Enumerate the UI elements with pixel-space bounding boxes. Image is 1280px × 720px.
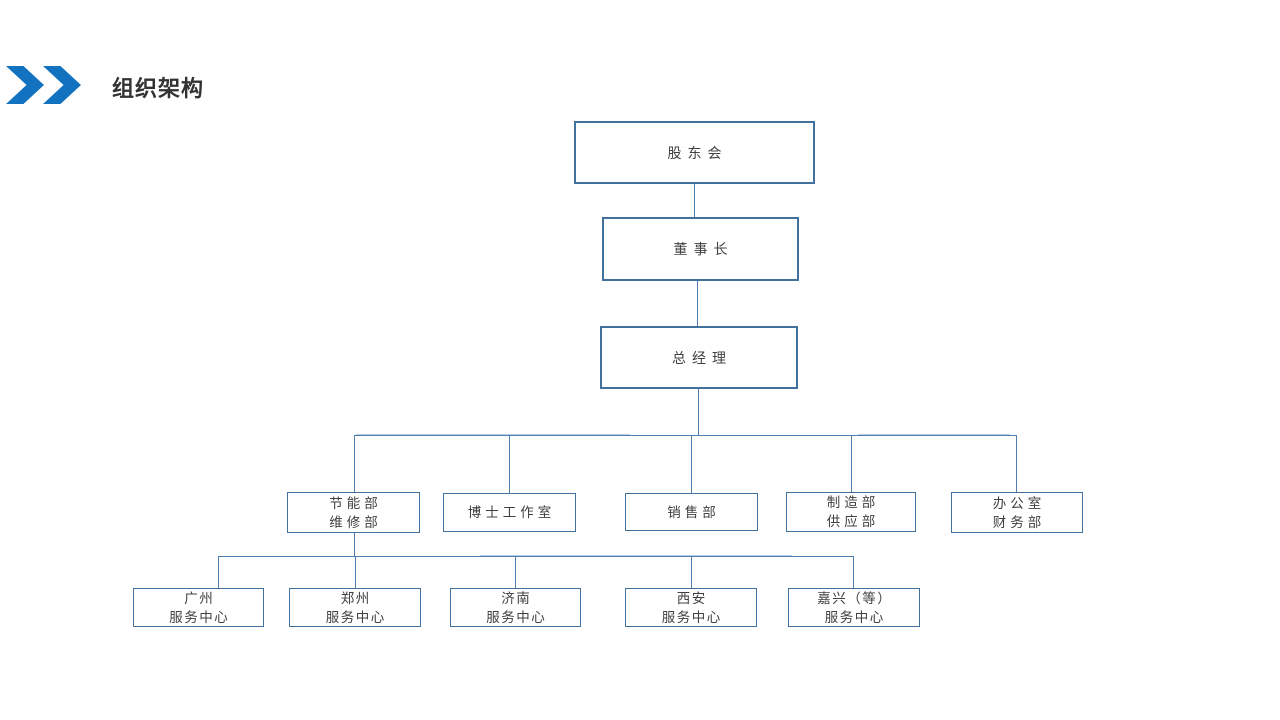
org-node-dept-manufacturing-supply: 制造部 供应部 <box>786 492 916 532</box>
org-node-label: 制造部 <box>826 495 880 510</box>
org-node-label: 董事长 <box>673 241 734 257</box>
org-node-sc-jiaxing: 嘉兴（等） 服务中心 <box>788 588 920 627</box>
org-node-label: 维修部 <box>329 514 382 530</box>
org-node-label: 服务中心 <box>325 609 386 625</box>
connector-line <box>691 556 692 588</box>
org-node-chairman: 董事长 <box>602 217 799 281</box>
org-node-dept-sales: 销售部 <box>625 493 758 531</box>
connector-line <box>354 435 1017 436</box>
org-node-label: 嘉兴（等） <box>817 590 893 606</box>
org-node-label: 济南 <box>501 590 532 606</box>
connector-line <box>480 555 792 556</box>
connector-line <box>218 556 219 588</box>
slide-title: 组织架构 <box>112 76 205 101</box>
org-node-label: 总经理 <box>672 349 732 366</box>
org-node-sc-jinan: 济南 服务中心 <box>450 588 581 627</box>
org-node-label: 服务中心 <box>169 609 230 625</box>
connector-line <box>858 434 1010 435</box>
connector-line <box>697 281 698 326</box>
org-node-label: 股东会 <box>667 144 728 161</box>
org-node-sc-xian: 西安 服务中心 <box>625 588 757 627</box>
org-node-label: 供应部 <box>826 514 880 529</box>
org-node-label: 服务中心 <box>661 609 722 625</box>
connector-line <box>356 434 630 435</box>
connector-line <box>355 556 356 588</box>
connector-line <box>853 556 854 588</box>
org-node-dept-doctor-studio: 博士工作室 <box>443 493 576 532</box>
org-node-label: 节能部 <box>329 495 382 511</box>
connector-line <box>354 435 355 492</box>
org-node-label: 财务部 <box>992 514 1046 530</box>
chevron-right-icon <box>6 66 44 104</box>
org-node-sc-guangzhou: 广州 服务中心 <box>133 588 264 627</box>
org-node-label: 郑州 <box>340 590 371 606</box>
connector-line <box>698 389 699 435</box>
connector-line <box>509 435 510 493</box>
org-node-dept-office-finance: 办公室 财务部 <box>951 492 1083 533</box>
connector-line <box>218 556 854 557</box>
connector-line <box>1016 435 1017 492</box>
org-node-label: 西安 <box>676 590 707 606</box>
org-node-label: 办公室 <box>992 495 1046 511</box>
chevron-right-icon <box>43 66 81 104</box>
org-node-sc-zhengzhou: 郑州 服务中心 <box>289 588 421 627</box>
org-node-general-manager: 总经理 <box>600 326 798 389</box>
connector-line <box>515 556 516 588</box>
org-node-dept-energy-maintenance: 节能部 维修部 <box>287 492 420 533</box>
org-node-label: 博士工作室 <box>467 505 556 520</box>
org-node-label: 服务中心 <box>824 609 885 625</box>
org-node-label: 销售部 <box>667 504 720 520</box>
org-node-shareholders: 股东会 <box>574 121 815 184</box>
connector-line <box>851 435 852 492</box>
connector-line <box>354 533 355 556</box>
org-node-label: 服务中心 <box>486 609 547 625</box>
connector-line <box>691 435 692 493</box>
connector-line <box>694 184 695 217</box>
org-node-label: 广州 <box>184 590 215 606</box>
